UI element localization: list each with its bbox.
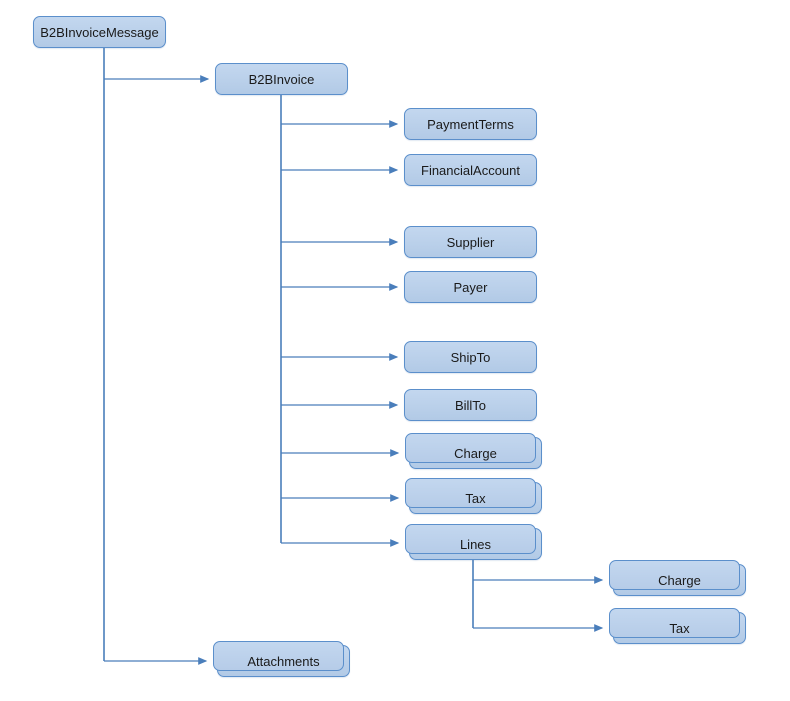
node-label: BillTo (454, 397, 487, 413)
node-label: Lines (459, 536, 492, 552)
node-paymentterms[interactable]: PaymentTerms (404, 108, 537, 140)
node-lines[interactable]: Lines (405, 524, 542, 560)
node-shipto[interactable]: ShipTo (404, 341, 537, 373)
node-label: FinancialAccount (421, 162, 520, 178)
node-b2binvoice[interactable]: B2BInvoice (215, 63, 348, 95)
node-label: Payer (453, 279, 488, 295)
node-label: Attachments (247, 653, 320, 669)
node-charge-line[interactable]: Charge (609, 560, 746, 596)
node-label: ShipTo (450, 349, 491, 365)
node-label: PaymentTerms (427, 116, 514, 132)
node-label: Tax (465, 490, 486, 506)
node-charge-invoice[interactable]: Charge (405, 433, 542, 469)
node-label: B2BInvoice (248, 71, 315, 87)
node-label: B2BInvoiceMessage (40, 24, 159, 40)
node-label: Charge (658, 572, 701, 588)
node-financialaccount[interactable]: FinancialAccount (404, 154, 537, 186)
node-tax-invoice[interactable]: Tax (405, 478, 542, 514)
node-billto[interactable]: BillTo (404, 389, 537, 421)
node-supplier[interactable]: Supplier (404, 226, 537, 258)
node-label: Tax (669, 620, 690, 636)
node-label: Charge (454, 445, 497, 461)
node-payer[interactable]: Payer (404, 271, 537, 303)
node-b2binvoicemessage[interactable]: B2BInvoiceMessage (33, 16, 166, 48)
node-attachments[interactable]: Attachments (213, 641, 350, 677)
node-tax-line[interactable]: Tax (609, 608, 746, 644)
node-label: Supplier (446, 234, 495, 250)
